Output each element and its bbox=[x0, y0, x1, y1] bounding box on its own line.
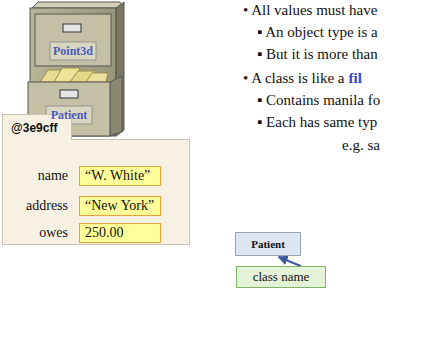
node-text: Patient bbox=[251, 238, 285, 250]
bullet-text: ▪ Each has same typ bbox=[257, 113, 377, 131]
top-drawer bbox=[35, 14, 111, 66]
field-value-box: “W. White” bbox=[79, 166, 161, 186]
field-name: owes bbox=[39, 224, 68, 241]
highlight-word: fil bbox=[349, 69, 362, 87]
drawer-handle bbox=[60, 90, 78, 98]
connector-arrow bbox=[279, 257, 301, 266]
field-value-box: 250.00 bbox=[79, 223, 161, 243]
drawer-handle bbox=[63, 24, 81, 32]
field-name: name bbox=[38, 167, 68, 184]
node-text: “New York” bbox=[85, 198, 155, 214]
node-text: 250.00 bbox=[85, 225, 155, 241]
bullet-text: • All values must have bbox=[243, 1, 377, 19]
bullet-text: e.g. sa bbox=[342, 136, 380, 154]
bullet-text: ▪ Contains manila fo bbox=[257, 91, 380, 109]
node-text: “W. White” bbox=[85, 168, 155, 184]
field-name: address bbox=[26, 197, 68, 214]
drawer-side bbox=[110, 76, 122, 136]
field-value-box: “New York” bbox=[79, 196, 161, 216]
drawer-label: Point3d bbox=[35, 44, 111, 59]
callout-box: class name bbox=[236, 266, 326, 288]
cabinet-top bbox=[32, 2, 124, 8]
bullet-text: ▪ But it is more than bbox=[257, 45, 378, 63]
object-folder: @3e9cff“W. White”“New York”250.00 bbox=[2, 139, 190, 245]
drawer-label: Patient bbox=[31, 108, 107, 123]
class-name-tab: Patient bbox=[235, 232, 301, 256]
node-text: class name bbox=[253, 269, 310, 285]
folder bbox=[86, 73, 108, 82]
bullet-text: ▪ An object type is a bbox=[257, 23, 378, 41]
bullet-text: • A class is like a bbox=[243, 69, 345, 87]
